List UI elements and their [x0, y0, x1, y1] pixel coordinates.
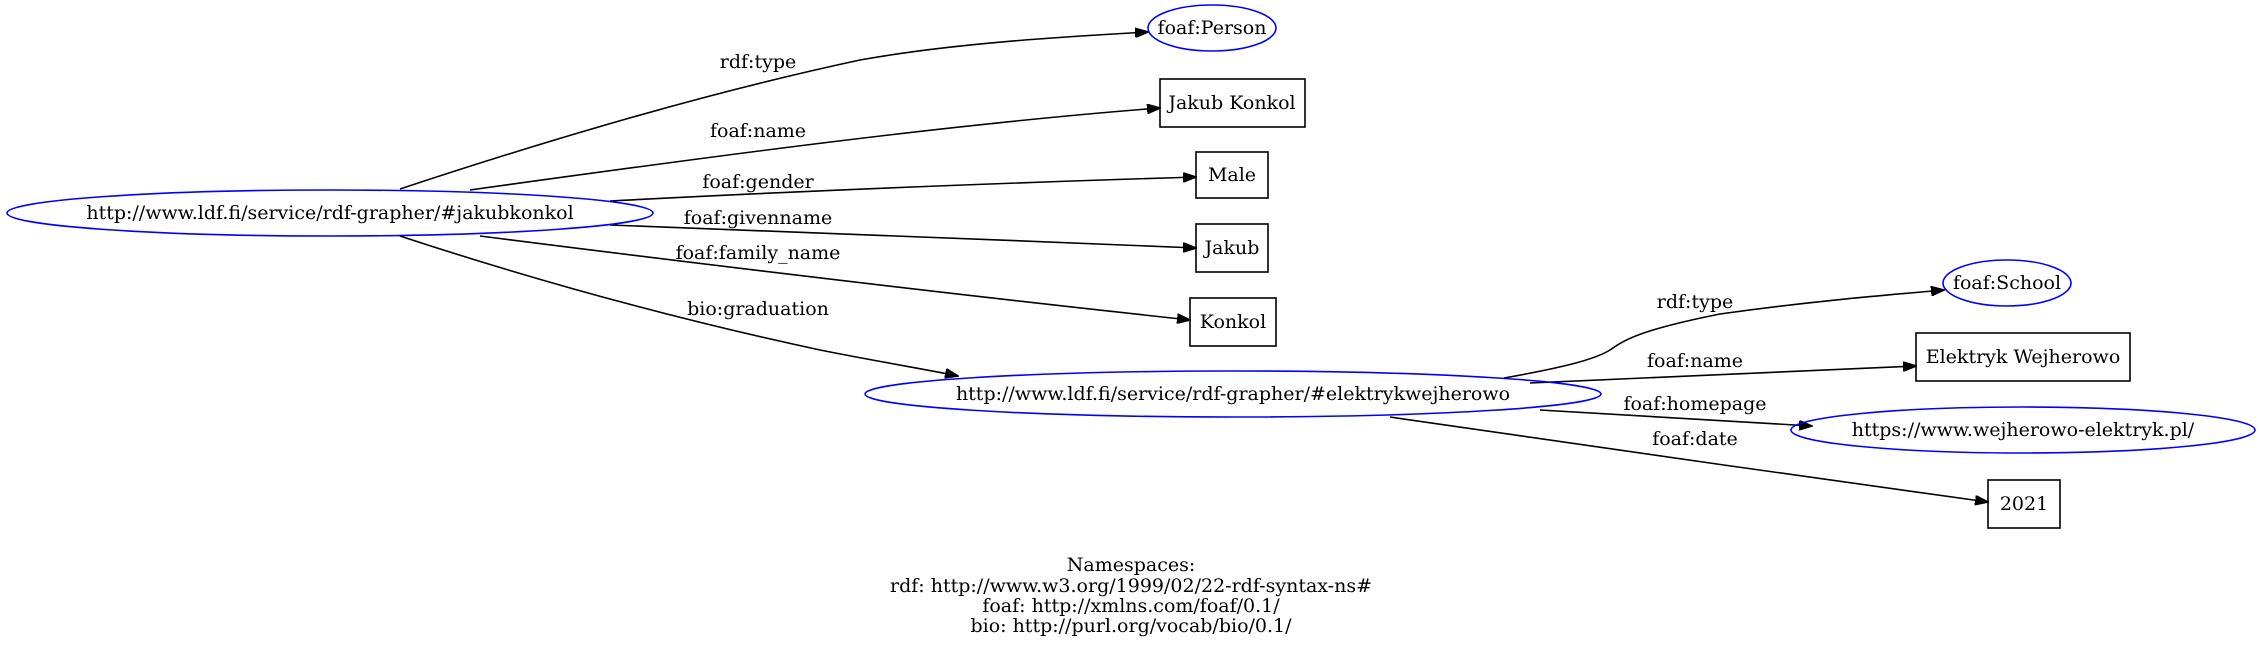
edge-label-ew-date: foaf:date [1652, 428, 1738, 450]
edge-jk-type [399, 32, 1148, 190]
edge-label-jk-gender: foaf:gender [702, 171, 814, 193]
node-homepage [1790, 406, 2256, 454]
node-jakubkonkol-label: http://www.ldf.fi/service/rdf-grapher/#j… [86, 202, 573, 224]
node-male-label: Male [1208, 164, 1256, 186]
edge-jk-gender [609, 177, 1196, 202]
node-2021 [1987, 479, 2061, 529]
edge-jk-name [469, 108, 1160, 191]
edge-label-ew-name: foaf:name [1647, 350, 1743, 372]
node-foaf-person [1147, 4, 1277, 52]
node-foaf-school-label: foaf:School [1953, 272, 2061, 294]
node-jakub [1195, 223, 1269, 273]
node-homepage-label: https://www.wejherowo-elektryk.pl/ [1852, 419, 2195, 441]
edge-label-jk-givenname: foaf:givenname [684, 207, 833, 229]
edge-ew-date [1389, 416, 1988, 502]
namespaces-legend: Namespaces: rdf: http://www.w3.org/1999/… [890, 554, 1372, 637]
edge-ew-name [1529, 366, 1916, 384]
edge-label-ew-type: rdf:type [1657, 291, 1733, 313]
node-elektryk-wejherowo [1915, 332, 2131, 382]
edge-label-ew-homepage: foaf:homepage [1623, 393, 1766, 415]
namespace-foaf: foaf: http://xmlns.com/foaf/0.1/ [982, 595, 1280, 617]
edge-label-jk-name: foaf:name [710, 120, 806, 142]
node-elektryk-wejherowo-label: Elektryk Wejherowo [1926, 346, 2121, 368]
edge-label-jk-family-name: foaf:family_name [676, 242, 841, 264]
node-2021-label: 2021 [2000, 493, 2048, 515]
edge-jk-graduation [399, 235, 958, 376]
node-jakub-label: Jakub [1203, 237, 1260, 259]
node-foaf-person-label: foaf:Person [1158, 17, 1267, 39]
node-elektrykwejherowo-label: http://www.ldf.fi/service/rdf-grapher/#e… [956, 383, 1510, 405]
edge-ew-type [1503, 290, 1944, 379]
namespaces-heading: Namespaces: [1067, 554, 1196, 576]
node-jakub-konkol-label: Jakub Konkol [1166, 92, 1295, 114]
namespace-rdf: rdf: http://www.w3.org/1999/02/22-rdf-sy… [890, 575, 1372, 597]
edge-ew-homepage [1539, 409, 1812, 426]
node-konkol-label: Konkol [1200, 311, 1266, 333]
edge-jk-givenname [609, 224, 1196, 248]
edge-label-jk-type: rdf:type [720, 51, 796, 73]
node-male [1195, 151, 1269, 199]
edge-jk-family-name [479, 235, 1190, 320]
node-foaf-school [1942, 259, 2072, 307]
node-elektrykwejherowo [864, 370, 1602, 418]
node-jakub-konkol [1159, 78, 1306, 128]
node-jakubkonkol [6, 189, 654, 237]
node-konkol [1189, 297, 1277, 347]
namespace-bio: bio: http://purl.org/vocab/bio/0.1/ [970, 615, 1292, 637]
edge-label-jk-graduation: bio:graduation [687, 298, 829, 320]
